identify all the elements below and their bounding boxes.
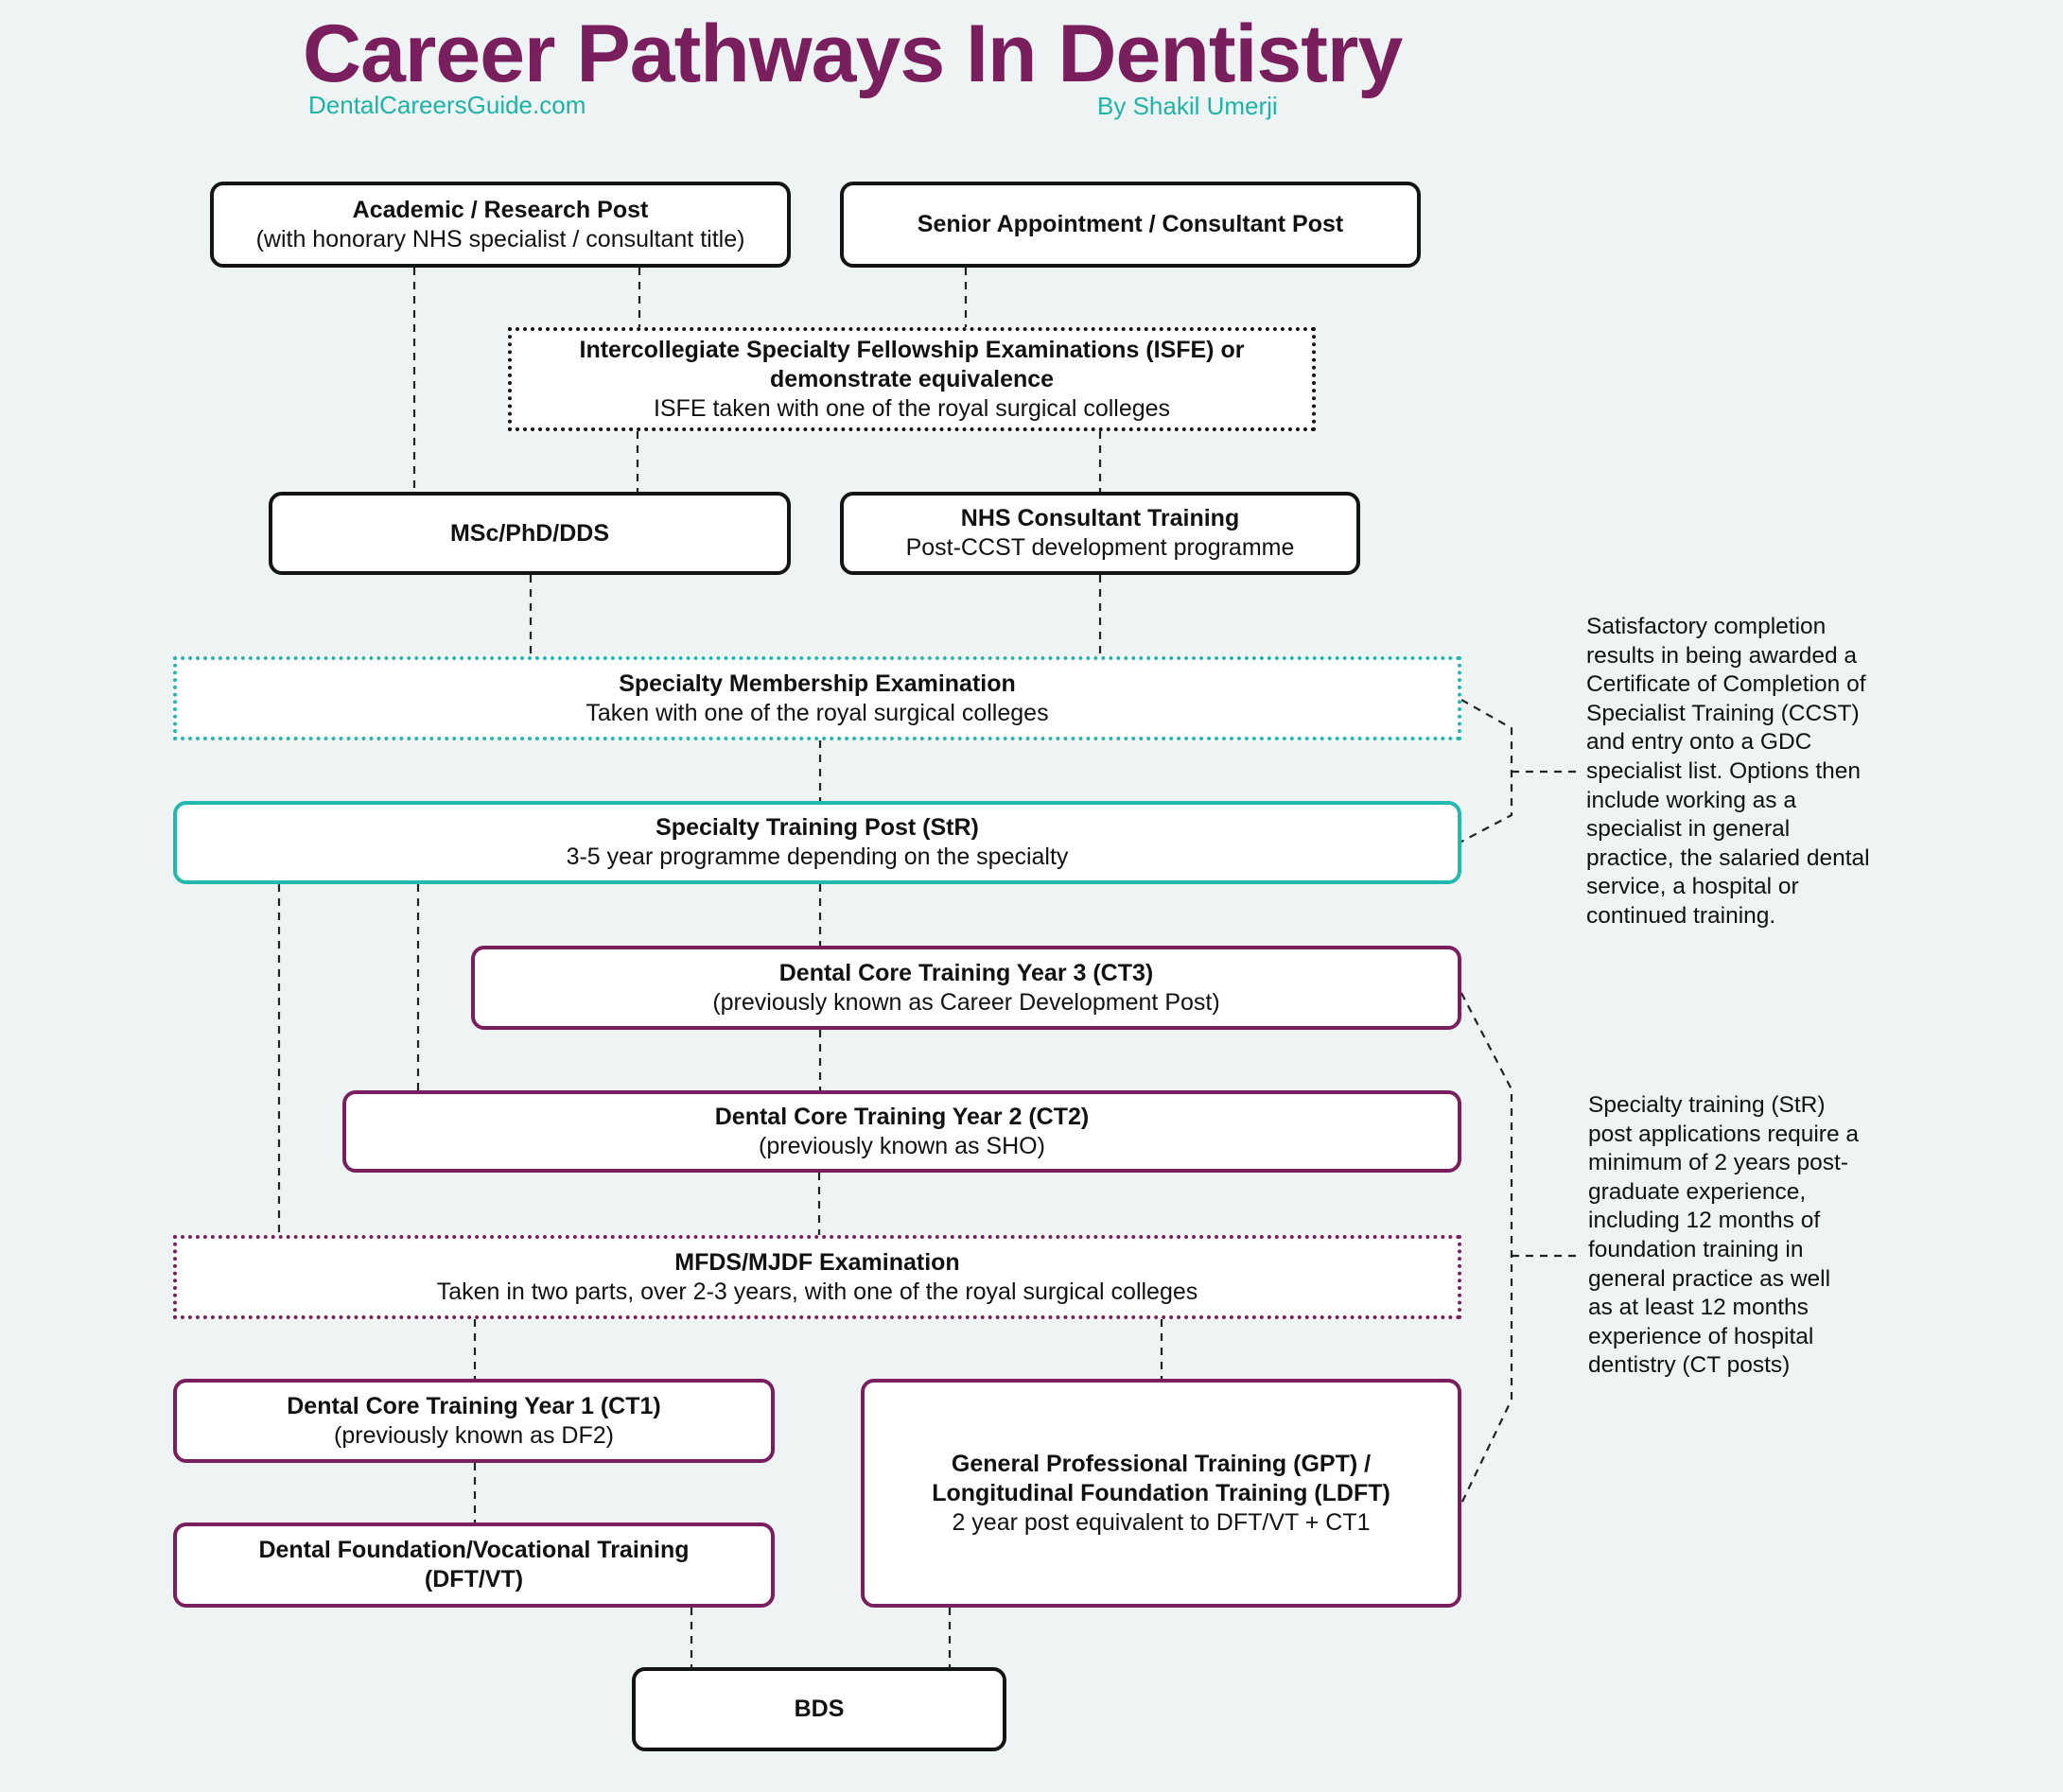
box-subtitle: 3-5 year programme depending on the spec… xyxy=(566,844,1069,870)
box-subtitle: (with honorary NHS specialist / consulta… xyxy=(255,225,745,252)
box-mfds-mjdf-exam: MFDS/MJDF Examination Taken in two parts… xyxy=(173,1235,1461,1319)
box-subtitle: Taken with one of the royal surgical col… xyxy=(586,699,1049,726)
note-line: practice, the salaried dental xyxy=(1586,844,1870,871)
box-subtitle: (previously known as Career Development … xyxy=(712,988,1220,1016)
note-line: dentistry (CT posts) xyxy=(1588,1352,1791,1379)
note-line: minimum of 2 years post- xyxy=(1588,1150,1849,1176)
box-title-line2: demonstrate equivalence xyxy=(769,365,1055,392)
note-line: experience of hospital xyxy=(1588,1323,1814,1349)
box-title-line2: Longitudinal Foundation Training (LDFT) xyxy=(932,1479,1390,1506)
box-subtitle: Post-CCST development programme xyxy=(905,534,1295,561)
note-line: Specialist Training (CCST) xyxy=(1586,700,1860,726)
box-specialty-training-post: Specialty Training Post (StR) 3-5 year p… xyxy=(173,801,1461,884)
box-title: Dental Core Training Year 2 (CT2) xyxy=(714,1103,1090,1130)
box-specialty-membership-exam: Specialty Membership Examination Taken w… xyxy=(173,656,1461,740)
box-title: Dental Core Training Year 1 (CT1) xyxy=(287,1392,661,1419)
box-title: BDS xyxy=(794,1696,845,1722)
box-title: MSc/PhD/DDS xyxy=(449,519,610,547)
author-byline: By Shakil Umerji xyxy=(1097,92,1278,120)
note-line: include working as a xyxy=(1586,787,1796,813)
note-line: foundation training in xyxy=(1588,1236,1804,1262)
note-line: specialist list. Options then xyxy=(1586,757,1862,784)
bracket-str-req xyxy=(1460,992,1513,1505)
note-line: specialist in general xyxy=(1586,816,1791,843)
note-line: post applications require a xyxy=(1588,1121,1860,1147)
box-title: MFDS/MJDF Examination xyxy=(674,1248,960,1276)
note-line: general practice as well xyxy=(1588,1265,1831,1292)
box-title: Intercollegiate Specialty Fellowship Exa… xyxy=(579,336,1245,363)
box-dental-core-training-ct3: Dental Core Training Year 3 (CT3) (previ… xyxy=(471,946,1461,1030)
note-line: Certificate of Completion of xyxy=(1586,671,1866,698)
box-subtitle: Taken in two parts, over 2-3 years, with… xyxy=(436,1278,1198,1305)
box-nhs-consultant-training: NHS Consultant Training Post-CCST develo… xyxy=(840,492,1360,575)
box-title: General Professional Training (GPT) / xyxy=(951,1450,1372,1477)
note-line: graduate experience, xyxy=(1588,1178,1807,1205)
box-isfe: Intercollegiate Specialty Fellowship Exa… xyxy=(508,327,1316,431)
note-line: as at least 12 months xyxy=(1588,1295,1809,1321)
bracket-ccst xyxy=(1460,699,1513,843)
note-str-requirements: Specialty training (StR) post applicatio… xyxy=(1588,1091,1859,1381)
box-dental-core-training-ct2: Dental Core Training Year 2 (CT2) (previ… xyxy=(342,1090,1461,1173)
note-ccst: Satisfactory completion results in being… xyxy=(1586,613,1870,931)
box-subtitle: (previously known as DF2) xyxy=(334,1421,614,1449)
box-title-line2: (DFT/VT) xyxy=(424,1566,524,1592)
box-general-professional-training: General Professional Training (GPT) / Lo… xyxy=(861,1379,1461,1608)
page-title: Career Pathways In Dentistry xyxy=(303,9,1403,99)
box-title: Senior Appointment / Consultant Post xyxy=(917,211,1344,237)
box-senior-appointment: Senior Appointment / Consultant Post xyxy=(840,182,1421,268)
box-title: Dental Core Training Year 3 (CT3) xyxy=(778,959,1154,986)
box-academic-research-post: Academic / Research Post (with honorary … xyxy=(210,182,791,268)
box-bds: BDS xyxy=(632,1667,1006,1751)
box-title: Dental Foundation/Vocational Training xyxy=(258,1537,690,1563)
box-title: NHS Consultant Training xyxy=(960,505,1240,531)
box-subtitle: 2 year post equivalent to DFT/VT + CT1 xyxy=(952,1508,1371,1536)
note-line: Specialty training (StR) xyxy=(1588,1092,1826,1118)
note-line: results in being awarded a xyxy=(1586,642,1858,669)
note-line: Satisfactory completion xyxy=(1586,614,1827,639)
box-subtitle: ISFE taken with one of the royal surgica… xyxy=(653,394,1171,422)
note-line: service, a hospital or xyxy=(1586,874,1799,900)
note-line: including 12 months of xyxy=(1588,1208,1821,1234)
box-title: Specialty Training Post (StR) xyxy=(656,814,979,841)
box-dental-core-training-ct1: Dental Core Training Year 1 (CT1) (previ… xyxy=(173,1379,775,1463)
site-name[interactable]: DentalCareersGuide.com xyxy=(308,91,586,119)
note-line: continued training. xyxy=(1586,902,1776,929)
box-dental-foundation-training: Dental Foundation/Vocational Training (D… xyxy=(173,1522,775,1608)
box-title: Specialty Membership Examination xyxy=(619,670,1016,697)
box-msc-phd-dds: MSc/PhD/DDS xyxy=(269,492,791,575)
box-title: Academic / Research Post xyxy=(352,196,649,223)
note-line: and entry onto a GDC xyxy=(1586,729,1812,756)
box-subtitle: (previously known as SHO) xyxy=(759,1132,1045,1159)
